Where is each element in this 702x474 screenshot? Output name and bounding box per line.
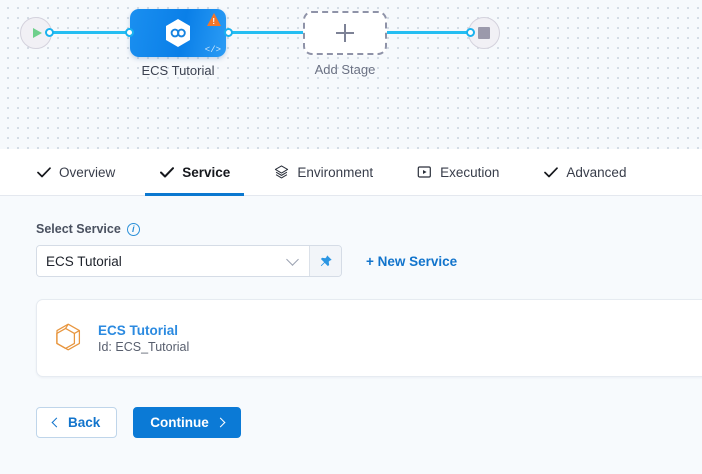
new-service-link[interactable]: + New Service (366, 253, 458, 269)
cube-hexagon-icon (56, 323, 81, 350)
select-service-label-row: Select Service i (36, 222, 702, 236)
tab-service[interactable]: Service (137, 149, 252, 196)
info-icon[interactable]: i (126, 222, 140, 236)
pin-button[interactable] (309, 246, 341, 276)
continue-button[interactable]: Continue (133, 407, 241, 438)
edge-add-to-end (386, 31, 472, 34)
plus-icon-horizontal (336, 32, 354, 34)
select-service-label: Select Service (36, 222, 121, 236)
service-select-input[interactable]: ECS Tutorial (37, 246, 309, 276)
back-button-label: Back (68, 415, 101, 430)
play-box-icon (417, 165, 432, 180)
service-select-row: ECS Tutorial + New Service (36, 245, 702, 277)
tab-execution-label: Execution (440, 164, 500, 180)
tab-service-label: Service (182, 164, 231, 180)
stage-node-label: ECS Tutorial (141, 63, 215, 78)
stage-node-ecs-tutorial[interactable]: ! </> (130, 9, 226, 57)
tab-advanced-label: Advanced (566, 164, 627, 180)
connector-dot-start-out[interactable] (45, 28, 54, 37)
service-card[interactable]: ECS Tutorial Id: ECS_Tutorial (36, 299, 702, 377)
service-card-text: ECS Tutorial Id: ECS_Tutorial (98, 323, 189, 354)
connector-dot-stage-out[interactable] (224, 28, 233, 37)
tab-overview-label: Overview (59, 164, 116, 180)
check-icon (36, 165, 51, 180)
warning-triangle-icon (207, 13, 221, 26)
pipeline-canvas[interactable]: ! </> ECS Tutorial Add Stage (0, 0, 702, 149)
chevron-left-icon (51, 417, 62, 428)
connector-dot-end-in[interactable] (466, 28, 475, 37)
tab-environment-label: Environment (297, 164, 374, 180)
layers-icon (274, 165, 289, 180)
chevron-right-icon (215, 417, 226, 428)
check-icon (543, 165, 558, 180)
pin-icon (320, 254, 332, 266)
warning-glyph: ! (212, 17, 215, 26)
service-select-value: ECS Tutorial (46, 253, 122, 269)
service-card-title[interactable]: ECS Tutorial (98, 322, 179, 338)
tab-environment[interactable]: Environment (252, 149, 395, 196)
chevron-down-icon[interactable] (286, 252, 299, 266)
back-button[interactable]: Back (36, 407, 118, 438)
footer-buttons: Back Continue (36, 407, 702, 438)
service-card-subtitle: Id: ECS_Tutorial (98, 339, 190, 354)
play-icon (32, 28, 42, 38)
service-hexagon-icon (166, 19, 190, 47)
service-select[interactable]: ECS Tutorial (36, 245, 342, 277)
service-panel: Select Service i ECS Tutorial + New Serv… (0, 196, 702, 474)
stop-icon (478, 27, 490, 39)
check-icon (159, 165, 174, 180)
edge-stage-to-add (228, 31, 303, 34)
tab-execution[interactable]: Execution (395, 149, 521, 196)
continue-button-label: Continue (150, 415, 209, 430)
tab-advanced[interactable]: Advanced (521, 149, 648, 196)
connector-dot-stage-in[interactable] (125, 28, 134, 37)
add-stage-label: Add Stage (314, 62, 376, 77)
stage-tabbar: Overview Service Environment Execution (0, 149, 702, 196)
edge-start-to-stage (48, 31, 130, 34)
add-stage-node[interactable] (303, 11, 387, 55)
code-tag-icon[interactable]: </> (204, 45, 221, 55)
tab-overview[interactable]: Overview (14, 149, 137, 196)
